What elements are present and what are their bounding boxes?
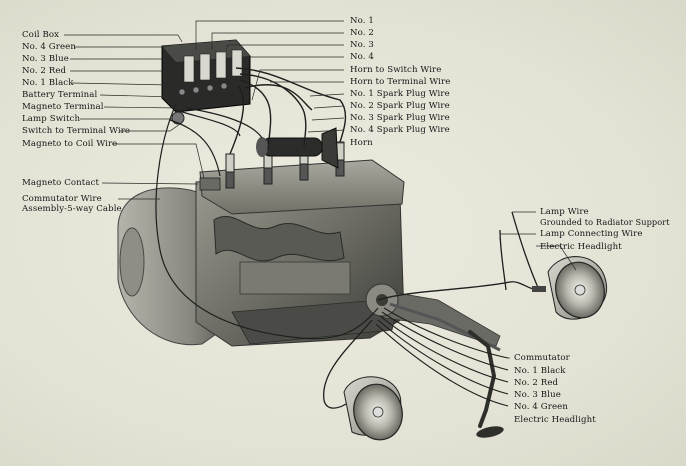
flywheel-edge: [119, 227, 145, 297]
label-commutator: Commutator: [514, 353, 570, 363]
label-no3-blue: No. 3 Blue: [22, 54, 69, 64]
label-magneto-contact: Magneto Contact: [22, 178, 100, 188]
label-lamp-switch: Lamp Switch: [22, 114, 81, 124]
label-no2-red: No. 2 Red: [22, 66, 67, 76]
side-plate: [239, 261, 351, 295]
manifold: [213, 215, 345, 262]
label-cable-no1-black: No. 1 Black: [514, 366, 566, 376]
label-magneto-to-coil: Magneto to Coil Wire: [22, 139, 118, 149]
label-no4-green: No. 4 Green: [22, 42, 76, 52]
label-electric-headlight-left: Electric Headlight: [514, 415, 596, 425]
cylinder-head: [199, 159, 405, 215]
leader-lines: [64, 20, 577, 359]
label-no1-black: No. 1 Black: [22, 78, 74, 88]
commutator-cables: [375, 307, 509, 407]
label-magneto-terminal: Magneto Terminal: [22, 102, 104, 112]
crank-grip: [476, 426, 504, 438]
label-electric-headlight-right: Electric Headlight: [540, 242, 622, 252]
label-horn-to-terminal: Horn to Terminal Wire: [350, 77, 451, 87]
crank-handle: [468, 330, 497, 428]
label-assembly-cable: Assembly-5-way Cable: [22, 204, 122, 214]
label-coil-no1: No. 1: [350, 16, 374, 26]
commutator-center: [376, 294, 388, 306]
lamp-switch: [171, 111, 185, 125]
label-coil-no4: No. 4: [350, 52, 374, 62]
label-lamp-connecting-wire: Lamp Connecting Wire: [540, 229, 643, 239]
label-horn: Horn: [350, 138, 373, 148]
right-headlight: [532, 256, 607, 320]
label-battery-terminal: Battery Terminal: [22, 90, 98, 100]
label-lamp-wire: Lamp Wire: [540, 207, 589, 217]
label-spark-plug-4: No. 4 Spark Plug Wire: [350, 125, 450, 135]
label-horn-to-switch: Horn to Switch Wire: [350, 65, 442, 75]
label-spark-plug-1: No. 1 Spark Plug Wire: [350, 89, 450, 99]
label-cable-no4-green: No. 4 Green: [514, 402, 568, 412]
left-headlight: [343, 376, 403, 441]
label-grounded-radiator: Grounded to Radiator Support: [540, 217, 670, 227]
label-spark-plug-3: No. 3 Spark Plug Wire: [350, 113, 450, 123]
label-coil-no2: No. 2: [350, 28, 374, 38]
label-commutator-wire: Commutator Wire: [22, 194, 102, 204]
label-spark-plug-2: No. 2 Spark Plug Wire: [350, 101, 450, 111]
horn: [256, 127, 339, 169]
coil-box: [161, 39, 251, 113]
label-cable-no3-blue: No. 3 Blue: [514, 390, 561, 400]
oil-pan: [231, 299, 397, 345]
label-cable-no2-red: No. 2 Red: [514, 378, 559, 388]
label-switch-to-terminal: Switch to Terminal Wire: [22, 126, 131, 136]
label-coil-no3: No. 3: [350, 40, 374, 50]
label-coil-box: Coil Box: [22, 30, 60, 40]
spark-plug-wires: [229, 67, 347, 155]
